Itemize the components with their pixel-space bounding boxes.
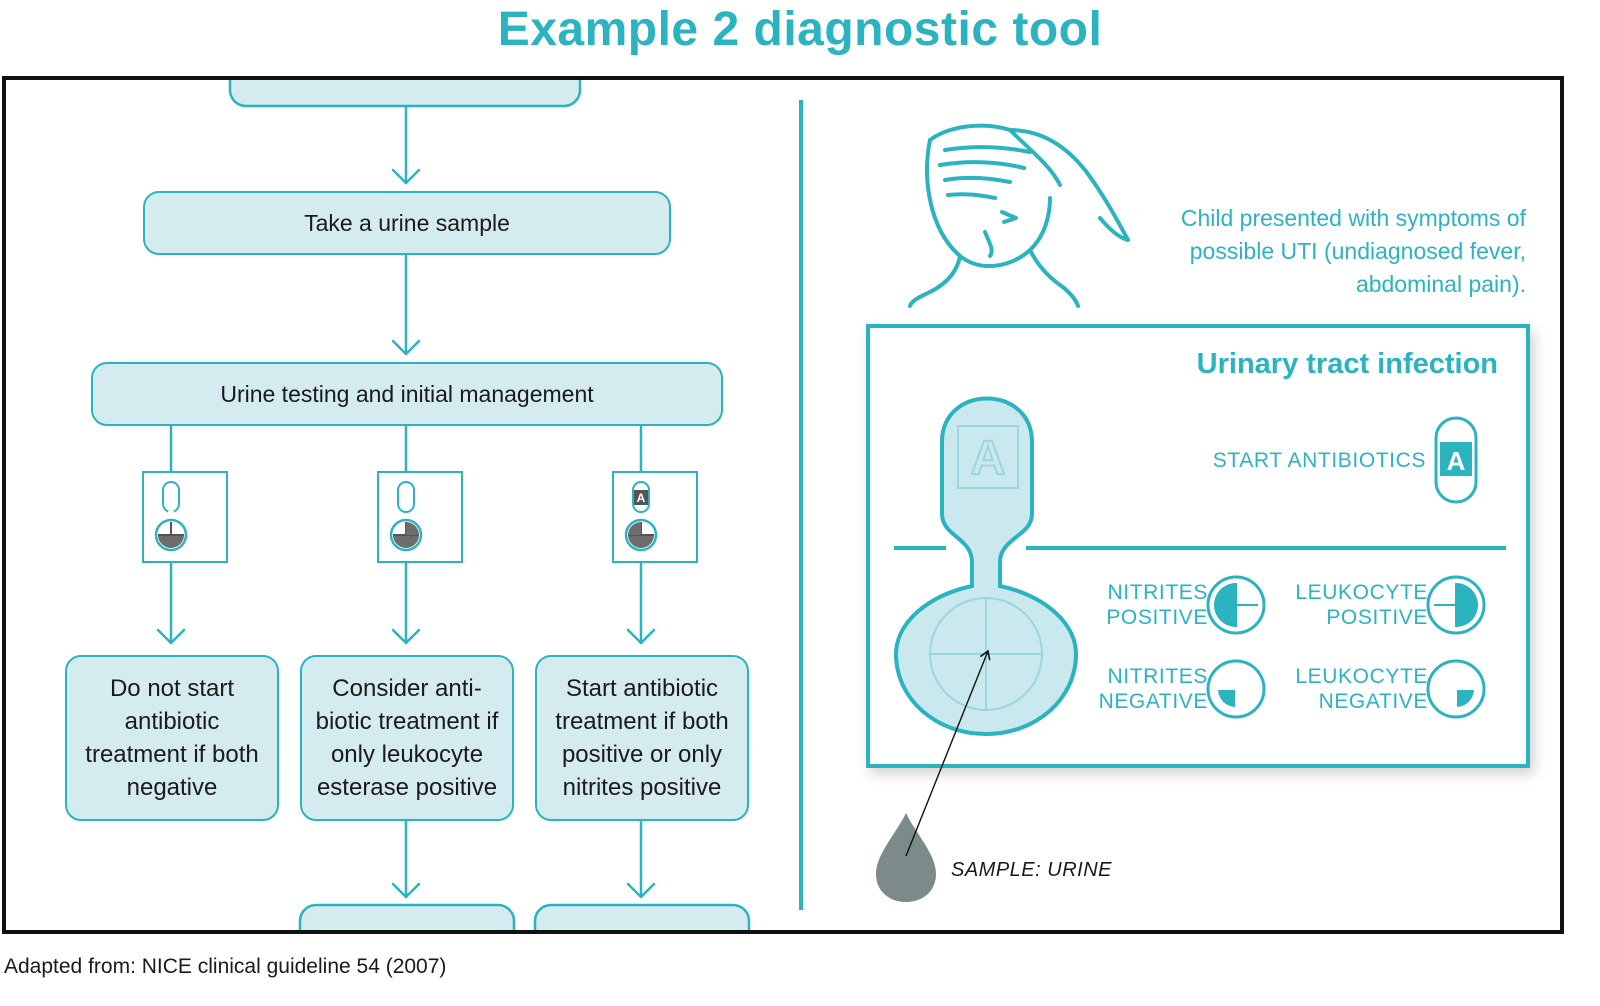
flow-box-top-partial	[228, 80, 582, 108]
label-line: NITRITES	[1107, 665, 1208, 688]
label-line: POSITIVE	[1106, 606, 1208, 629]
outcome-text: Do not start antibiotic treatment if bot…	[85, 675, 259, 801]
panel-title: Urinary tract infection	[1196, 348, 1498, 380]
child-symptoms-text: Child presented with symptoms of possibl…	[1180, 205, 1526, 297]
arrowhead	[391, 882, 421, 899]
arrowhead	[391, 168, 421, 185]
outcome-box-do-not-start: Do not start antibiotic treatment if bot…	[65, 655, 279, 821]
strip-icon-negative	[142, 471, 228, 563]
outcome-text: Consider anti-biotic treatment if only l…	[315, 675, 499, 801]
flow-box-bottom-partial-1	[298, 903, 516, 930]
arrowhead	[156, 628, 186, 645]
outcome-box-consider: Consider anti-biotic treatment if only l…	[300, 655, 514, 821]
start-antibiotics-label: START ANTIBIOTICS	[1212, 449, 1426, 472]
label-line: LEUKOCYTE	[1295, 665, 1428, 688]
flow-step-urine-testing: Urine testing and initial management	[91, 362, 723, 426]
uti-test-panel: Urinary tract infection A A	[866, 324, 1530, 768]
arrowhead	[391, 628, 421, 645]
flow-step-urine-testing-label: Urine testing and initial management	[220, 380, 594, 407]
nitrites-positive-label: NITRITES POSITIVE	[1106, 580, 1208, 630]
antibiotics-badge-letter: A	[1447, 446, 1466, 476]
nitrites-negative-icon	[1206, 659, 1266, 719]
outcome-text: Start antibiotic treatment if both posit…	[555, 675, 729, 801]
label-line: NEGATIVE	[1318, 690, 1428, 713]
leukocyte-negative-icon	[1426, 659, 1486, 719]
source-footnote: Adapted from: NICE clinical guideline 54…	[4, 955, 447, 978]
test-strip-graphic: A A	[893, 396, 1506, 737]
sample-urine-label: SAMPLE: URINE	[951, 859, 1112, 881]
large-test-strip	[893, 396, 1079, 737]
flow-step-take-sample: Take a urine sample	[143, 191, 671, 255]
arrowhead	[626, 882, 656, 899]
leukocyte-negative-label: LEUKOCYTE NEGATIVE	[1295, 664, 1428, 714]
child-headache-icon	[908, 123, 1130, 308]
leukocyte-positive-icon	[1426, 575, 1486, 635]
label-line: POSITIVE	[1326, 606, 1428, 629]
label-line: NITRITES	[1107, 581, 1208, 604]
outcome-box-start: Start antibiotic treatment if both posit…	[535, 655, 749, 821]
strip-letter: A	[637, 491, 646, 505]
leukocyte-positive-label: LEUKOCYTE POSITIVE	[1295, 580, 1428, 630]
large-strip-letter: A	[971, 432, 1006, 485]
page-title: Example 2 diagnostic tool	[497, 3, 1103, 56]
label-line: NEGATIVE	[1098, 690, 1208, 713]
nitrites-positive-icon	[1206, 575, 1266, 635]
section-divider	[799, 100, 803, 910]
arrowhead	[626, 628, 656, 645]
urine-drop-icon	[876, 813, 936, 902]
flow-box-bottom-partial-2	[533, 903, 751, 930]
arrowhead	[391, 339, 421, 356]
diagram-frame	[2, 76, 1564, 934]
strip-icon-leukocyte-positive	[377, 471, 463, 563]
label-line: LEUKOCYTE	[1295, 581, 1428, 604]
flow-step-take-sample-label: Take a urine sample	[304, 209, 510, 236]
nitrites-negative-label: NITRITES NEGATIVE	[1099, 664, 1208, 714]
strip-icon-start-antibiotic	[612, 471, 698, 563]
